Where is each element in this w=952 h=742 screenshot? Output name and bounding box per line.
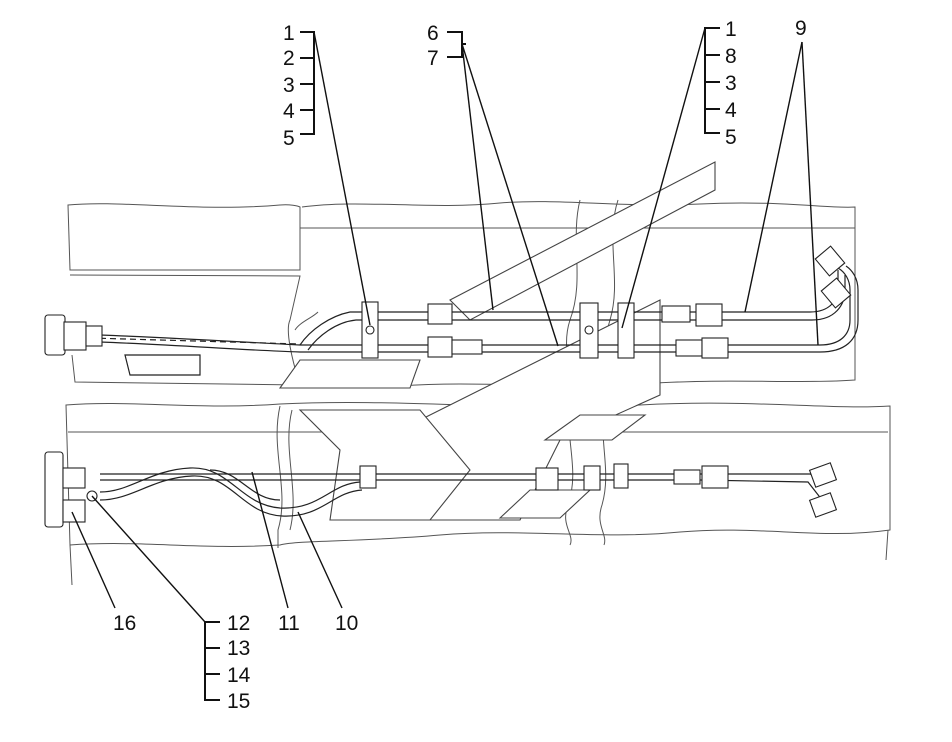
callout-label: 16 bbox=[113, 612, 136, 635]
callout-label: 7 bbox=[427, 47, 439, 70]
left-end-block-lower bbox=[44, 451, 64, 528]
stylized-arrow-logo-watermark bbox=[278, 161, 716, 521]
left-end-fitting-upper bbox=[44, 314, 66, 356]
callout-label: 4 bbox=[725, 99, 737, 122]
clamp-3-upper bbox=[617, 302, 635, 359]
elbow-fitting-lower-b bbox=[62, 499, 86, 523]
sleeve-fitting-3 bbox=[675, 339, 703, 357]
callout-label: 8 bbox=[725, 45, 737, 68]
nut-fitting-c bbox=[695, 303, 723, 327]
callout-label: 15 bbox=[227, 690, 250, 713]
callout-label: 5 bbox=[725, 126, 737, 149]
clamp-bolt-2 bbox=[584, 325, 594, 335]
callout-10: 10 bbox=[297, 511, 358, 635]
clamp-lower-3 bbox=[613, 463, 629, 489]
upper-pipe-line bbox=[89, 265, 859, 376]
callout-label: 5 bbox=[283, 127, 295, 150]
callout-label: 11 bbox=[278, 612, 300, 635]
end-fitting-lower-b bbox=[808, 492, 838, 518]
sleeve-fitting bbox=[451, 339, 483, 355]
elbow-fitting-upper bbox=[63, 321, 87, 351]
callout-label: 14 bbox=[227, 664, 251, 687]
nut-fitting-a bbox=[427, 303, 453, 325]
nut-fitting-lower-a bbox=[535, 467, 559, 491]
sleeve-fitting-2 bbox=[661, 305, 691, 323]
callout-label: 3 bbox=[725, 72, 737, 95]
callout-label: 3 bbox=[283, 74, 295, 97]
callout-label: 4 bbox=[283, 100, 295, 123]
callout-group-top-right: 1 8 3 4 5 bbox=[621, 18, 737, 329]
clamp-lower-2 bbox=[583, 465, 601, 491]
lower-fittings bbox=[44, 451, 838, 528]
callout-16: 16 bbox=[71, 511, 136, 635]
callout-label: 9 bbox=[795, 17, 807, 40]
clamp-lower bbox=[359, 465, 377, 489]
callout-label: 1 bbox=[283, 22, 295, 45]
end-fitting-lower-a bbox=[808, 462, 838, 488]
end-fitting-right-a bbox=[814, 245, 846, 277]
upper-fittings bbox=[44, 245, 852, 359]
callout-group-top-left: 1 2 3 4 5 bbox=[283, 22, 371, 326]
callout-label: 6 bbox=[427, 22, 439, 45]
callout-9: 9 bbox=[744, 17, 819, 346]
nut-upper bbox=[85, 325, 103, 347]
callout-label: 2 bbox=[283, 47, 295, 70]
sleeve-lower bbox=[673, 469, 701, 485]
nut-fitting-lower-b bbox=[701, 465, 729, 489]
callout-label: 13 bbox=[227, 637, 250, 660]
nut-fitting-d bbox=[701, 337, 729, 359]
end-fitting-right-b bbox=[820, 277, 852, 309]
callout-label: 1 bbox=[725, 18, 737, 41]
elbow-fitting-lower-a bbox=[62, 467, 86, 489]
callout-label: 12 bbox=[227, 612, 250, 635]
callout-group-bottom: 12 13 14 15 bbox=[91, 495, 251, 713]
callout-label: 10 bbox=[335, 612, 358, 635]
nut-fitting-b bbox=[427, 336, 453, 358]
clamp-bolt-upper bbox=[365, 325, 375, 335]
callout-group-6-7: 6 7 bbox=[427, 22, 559, 347]
callout-11: 11 bbox=[251, 471, 300, 635]
